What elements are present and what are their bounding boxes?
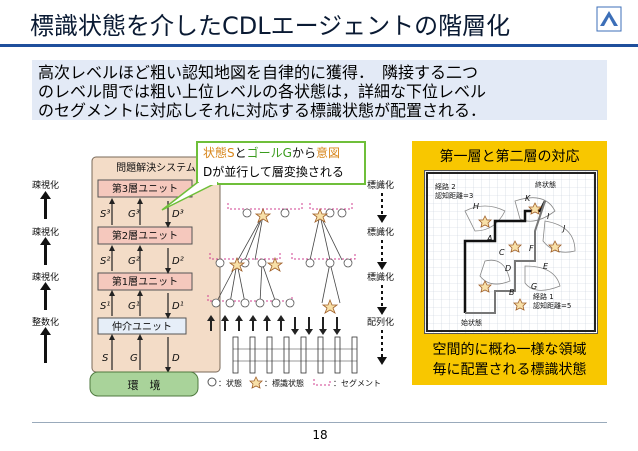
unit-layer-1: [97, 272, 193, 291]
signal-d1: D¹: [172, 301, 184, 312]
map-letter-f: F: [529, 244, 534, 253]
legend-segment-icon: [313, 379, 331, 386]
unit-arrowheads: [109, 198, 171, 373]
university-logo-icon: [596, 6, 622, 32]
hierarchy-diagram: 問題解決システム 第3層ユニット 第2層ユニット 第1層ユニット 仲介ユニット …: [32, 156, 394, 397]
map-letter-b: B: [509, 288, 515, 297]
route-1-path: [465, 200, 546, 314]
environment-label: 環 境: [128, 378, 161, 392]
legend-state-icon: [207, 377, 217, 387]
left-up-arrows: [40, 191, 51, 363]
footer-rule: [32, 422, 607, 423]
route-1-distance: 認知距離=5: [533, 301, 571, 310]
callout-state: 状態S: [203, 146, 235, 160]
intro-text-box: 高次レベルほど粗い認知地図を自律的に獲得． 隣接する二つ のレベル間では粗い上位…: [32, 60, 607, 120]
unit-layer-2-label: 第2層ユニット: [112, 229, 178, 242]
map-letter-j: J: [561, 224, 566, 233]
tree-edges: [215, 214, 343, 304]
unit-layer-2: [97, 226, 193, 245]
signal-g2: G²: [128, 256, 140, 267]
signal-s1: S¹: [100, 301, 110, 312]
intro-line-2: のレベル間では粗い上位レベルの各状態は，詳細な下位レベル: [38, 82, 487, 101]
signal-d3: D³: [172, 209, 184, 220]
callout-intent: 意図: [315, 146, 340, 160]
map-letter-g: G: [531, 282, 537, 291]
marker-nodes: [228, 207, 339, 314]
map-letter-a: A: [486, 234, 492, 243]
unit-layer-3-label: 第3層ユニット: [112, 182, 178, 195]
map-letter-k: K: [525, 194, 531, 203]
title-rule: [0, 44, 638, 47]
legend-marker-label: ：標識状態: [264, 378, 304, 388]
legend-segment-label: ：セグメント: [333, 378, 381, 388]
bottom-arrows: [207, 315, 341, 335]
goal-state-label: 終状態: [535, 180, 556, 189]
page-number: 18: [312, 428, 328, 442]
caption-line-1: 空間的に概ね一様な領域: [432, 342, 587, 358]
callout-and: と: [234, 146, 247, 160]
signal-g: G: [130, 353, 138, 364]
route-2-label: 経路 2: [435, 182, 456, 191]
callout-from: から: [291, 146, 316, 160]
left-label-1: 疎視化: [32, 179, 59, 191]
map-letter-d: D: [505, 264, 511, 273]
map-letter-h: H: [473, 202, 479, 211]
left-label-4: 整数化: [32, 316, 59, 328]
state-nodes: [211, 208, 353, 308]
callout-line-2: Dが並行して層変換される: [203, 165, 344, 179]
right-label-1: 標識化: [367, 179, 394, 191]
left-label-3: 疎視化: [32, 271, 59, 283]
unit-arrows: [111, 201, 169, 370]
layer-correspondence-title: 第一層と第二層の対応: [439, 149, 580, 165]
segment-brackets: [207, 203, 356, 302]
map-markers: [478, 202, 562, 311]
signal-g3: G³: [128, 209, 140, 220]
cognitive-map-panel: H K I J A C D F E B G 経路 2 認知距離=3 終状態 経路…: [424, 170, 598, 334]
right-label-3: 標識化: [367, 271, 394, 283]
right-label-2: 標識化: [367, 226, 394, 238]
unit-layer-1-label: 第1層ユニット: [112, 275, 178, 288]
start-state-label: 始状態: [461, 318, 482, 327]
legend-state-label: ：状態: [218, 378, 242, 388]
signal-g1: G¹: [128, 301, 140, 312]
route-2-distance: 認知距離=3: [435, 191, 473, 200]
mediator-unit: [97, 317, 187, 335]
mediator-unit-label: 仲介ユニット: [112, 320, 172, 333]
system-title: 問題解決システム: [116, 161, 196, 174]
bottom-bars: [232, 336, 358, 374]
caption-line-2: 毎に配置される標識状態: [432, 362, 587, 378]
map-letter-i: I: [547, 212, 550, 221]
callout-line-1: 状態SとゴールGから意図: [203, 144, 359, 163]
legend: ：状態 ：標識状態 ：セグメント: [207, 376, 381, 389]
right-label-4: 配列化: [367, 316, 394, 328]
legend-marker-icon: [249, 376, 263, 389]
signal-d2: D²: [172, 256, 184, 267]
callout-box: 状態SとゴールGから意図 Dが並行して層変換される: [196, 141, 366, 185]
callout-pointer: [161, 182, 219, 211]
signal-s3: S³: [100, 209, 110, 220]
signal-s: S: [102, 353, 109, 364]
signal-s2: S²: [100, 256, 110, 267]
signal-d: D: [172, 353, 180, 364]
environment-box: [89, 371, 199, 397]
map-letter-e: E: [543, 262, 549, 271]
callout-goal: ゴールG: [246, 146, 292, 160]
intro-line-1: 高次レベルほど粗い認知地図を自律的に獲得． 隣接する二つ: [38, 63, 479, 82]
page-title: 標識状態を介したCDLエージェントの階層化: [30, 12, 511, 40]
intro-line-3: のセグメントに対応しそれに対応する標識状態が配置される．: [38, 101, 487, 120]
map-letter-c: C: [499, 248, 505, 257]
layer-correspondence-caption: 空間的に概ね一様な領域 毎に配置される標識状態: [412, 340, 607, 380]
route-1-label: 経路 1: [533, 292, 554, 301]
left-label-2: 疎視化: [32, 226, 59, 238]
